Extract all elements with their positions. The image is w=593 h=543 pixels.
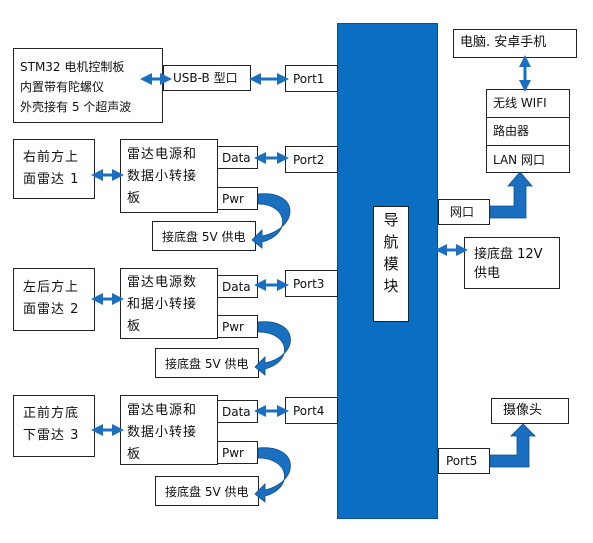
adapter1-data-label: Data bbox=[222, 151, 251, 165]
port2-box bbox=[285, 146, 338, 173]
radar1-text: 右前方上 面雷达 1 bbox=[23, 150, 80, 187]
curve-arrow-pwr3 bbox=[254, 447, 291, 503]
chassis-5v-label-1: 接底盘 5V 供电 bbox=[162, 230, 246, 244]
chassis-5v-box-3 bbox=[155, 476, 259, 506]
router-label: 路由器 bbox=[493, 124, 530, 138]
bent-arrow-net-router bbox=[489, 171, 533, 219]
port3-label: Port3 bbox=[293, 277, 325, 291]
adapter3-text: 雷达电源和 数据小转接 板 bbox=[127, 403, 198, 462]
router-label-cell bbox=[486, 117, 570, 146]
nav-module-label: 导 航 模 块 bbox=[373, 206, 409, 322]
chassis-5v-box-1 bbox=[152, 221, 256, 251]
radar2-box bbox=[13, 268, 95, 331]
chassis-5v-label-3: 接底盘 5V 供电 bbox=[165, 485, 249, 499]
net-port-box bbox=[438, 199, 490, 225]
radar3-text: 正前方底 下雷达 3 bbox=[23, 406, 80, 443]
chassis-12v-label: 接底盘 12V 供电 bbox=[474, 247, 543, 281]
chassis-12v-box bbox=[464, 237, 560, 289]
chassis-5v-box-2 bbox=[155, 348, 259, 378]
pc-phone-box bbox=[453, 29, 577, 58]
adapter2-data-label: Data bbox=[222, 280, 251, 294]
radar1-box bbox=[13, 139, 95, 199]
usb-port-label: USB-B 型口 bbox=[173, 71, 238, 85]
port5-label: Port5 bbox=[446, 454, 478, 468]
port3-box bbox=[285, 270, 338, 297]
port4-box bbox=[285, 397, 338, 424]
chassis-5v-label-2: 接底盘 5V 供电 bbox=[165, 357, 249, 371]
bent-arrow-port5-camera bbox=[489, 423, 536, 468]
adapter2-text: 雷达电源数 和据小转接 板 bbox=[127, 275, 198, 334]
stm32-text: STM32 电机控制板 内置带有陀螺仪 外壳接有 5 个超声波 bbox=[20, 60, 132, 114]
port4-label: Port4 bbox=[293, 404, 325, 418]
adapter2-box bbox=[120, 268, 218, 339]
radar2-text: 左后方上 面雷达 2 bbox=[23, 280, 80, 317]
adapter1-pwr-label: Pwr bbox=[222, 192, 244, 206]
port5-box bbox=[438, 448, 490, 474]
curve-arrow-pwr2 bbox=[254, 321, 291, 376]
net-port-label: 网口 bbox=[450, 205, 475, 219]
adapter2-pwr-label: Pwr bbox=[222, 320, 244, 334]
adapter3-data-label: Data bbox=[222, 405, 251, 419]
radar3-box bbox=[13, 395, 95, 457]
stm32-box bbox=[13, 48, 163, 123]
router-wifi-label: 无线 WIFI bbox=[493, 96, 547, 110]
adapter3-pwr-label: Pwr bbox=[222, 446, 244, 460]
port1-box bbox=[285, 65, 338, 92]
camera-label: 摄像头 bbox=[503, 403, 543, 418]
adapter1-box bbox=[120, 139, 218, 213]
port2-label: Port2 bbox=[293, 153, 325, 167]
port1-label: Port1 bbox=[293, 72, 325, 86]
pc-phone-label: 电脑. 安卓手机 bbox=[460, 35, 547, 50]
adapter1-text: 雷达电源和 数据小转接 板 bbox=[127, 147, 198, 206]
router-lan-label: LAN 网口 bbox=[493, 153, 545, 167]
